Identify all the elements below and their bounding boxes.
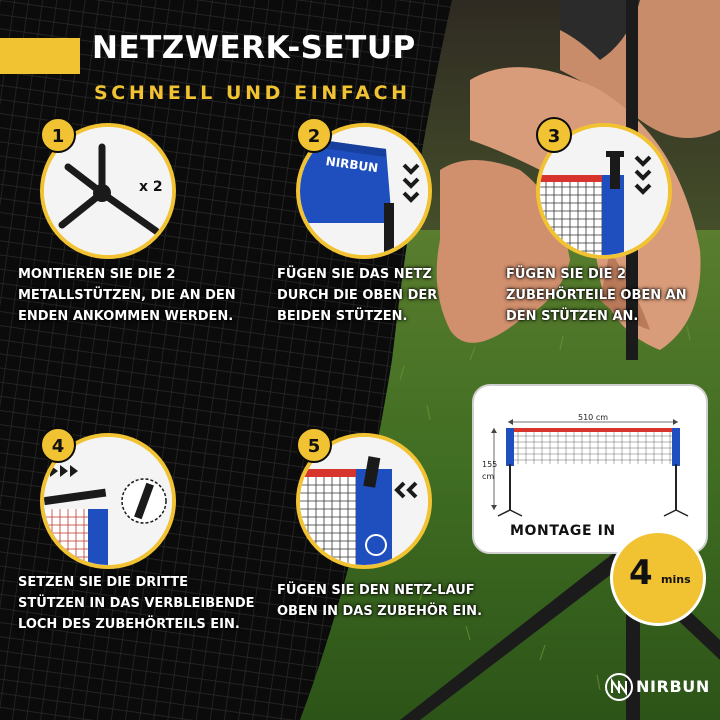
page-subtitle: SCHNELL UND EINFACH bbox=[94, 82, 411, 104]
step-1-multiplier: x 2 bbox=[139, 179, 163, 195]
brand-logo-icon bbox=[605, 673, 633, 701]
step-2-illustration: NIRBUN bbox=[296, 123, 432, 259]
step-1-text: MONTIEREN SIE DIE 2 METALLSTÜTZEN, DIE A… bbox=[18, 267, 236, 324]
brand-logo-text: NIRBUN bbox=[636, 677, 710, 696]
step-5-text: FÜGEN SIE DEN NETZ-LAUF OBEN IN DAS ZUBE… bbox=[277, 583, 483, 619]
title-accent-bar bbox=[0, 38, 80, 74]
step-3-badge: 3 bbox=[536, 117, 572, 153]
step-4-badge: 4 bbox=[40, 427, 76, 463]
montage-label: MONTAGE IN bbox=[510, 523, 616, 539]
net-sleeve-icon: NIRBUN bbox=[300, 127, 428, 255]
page-title: NETZWERK-SETUP bbox=[92, 30, 416, 66]
height-unit: cm bbox=[482, 472, 495, 481]
net-dimensions-diagram bbox=[491, 419, 689, 517]
step-2-badge: 2 bbox=[296, 117, 332, 153]
assembly-time-number: 4 bbox=[629, 553, 653, 593]
assembly-time-unit: mins bbox=[661, 573, 691, 586]
height-label: 155 bbox=[482, 460, 498, 469]
step-3-text: FÜGEN SIE DIE 2 ZUBEHÖRTEILE OBEN AN DEN… bbox=[506, 267, 687, 324]
step-1-badge: 1 bbox=[40, 117, 76, 153]
step-5-badge: 5 bbox=[296, 427, 332, 463]
step-2-text: FÜGEN SIE DAS NETZ DURCH DIE OBEN DER BE… bbox=[277, 267, 438, 324]
width-label: 510 cm bbox=[578, 413, 609, 422]
step-4-text: SETZEN SIE DIE DRITTE STÜTZEN IN DAS VER… bbox=[18, 575, 255, 632]
dimensions-card: 510 cm 155 cm bbox=[472, 384, 708, 554]
assembly-time-badge: 4 mins bbox=[610, 530, 706, 626]
